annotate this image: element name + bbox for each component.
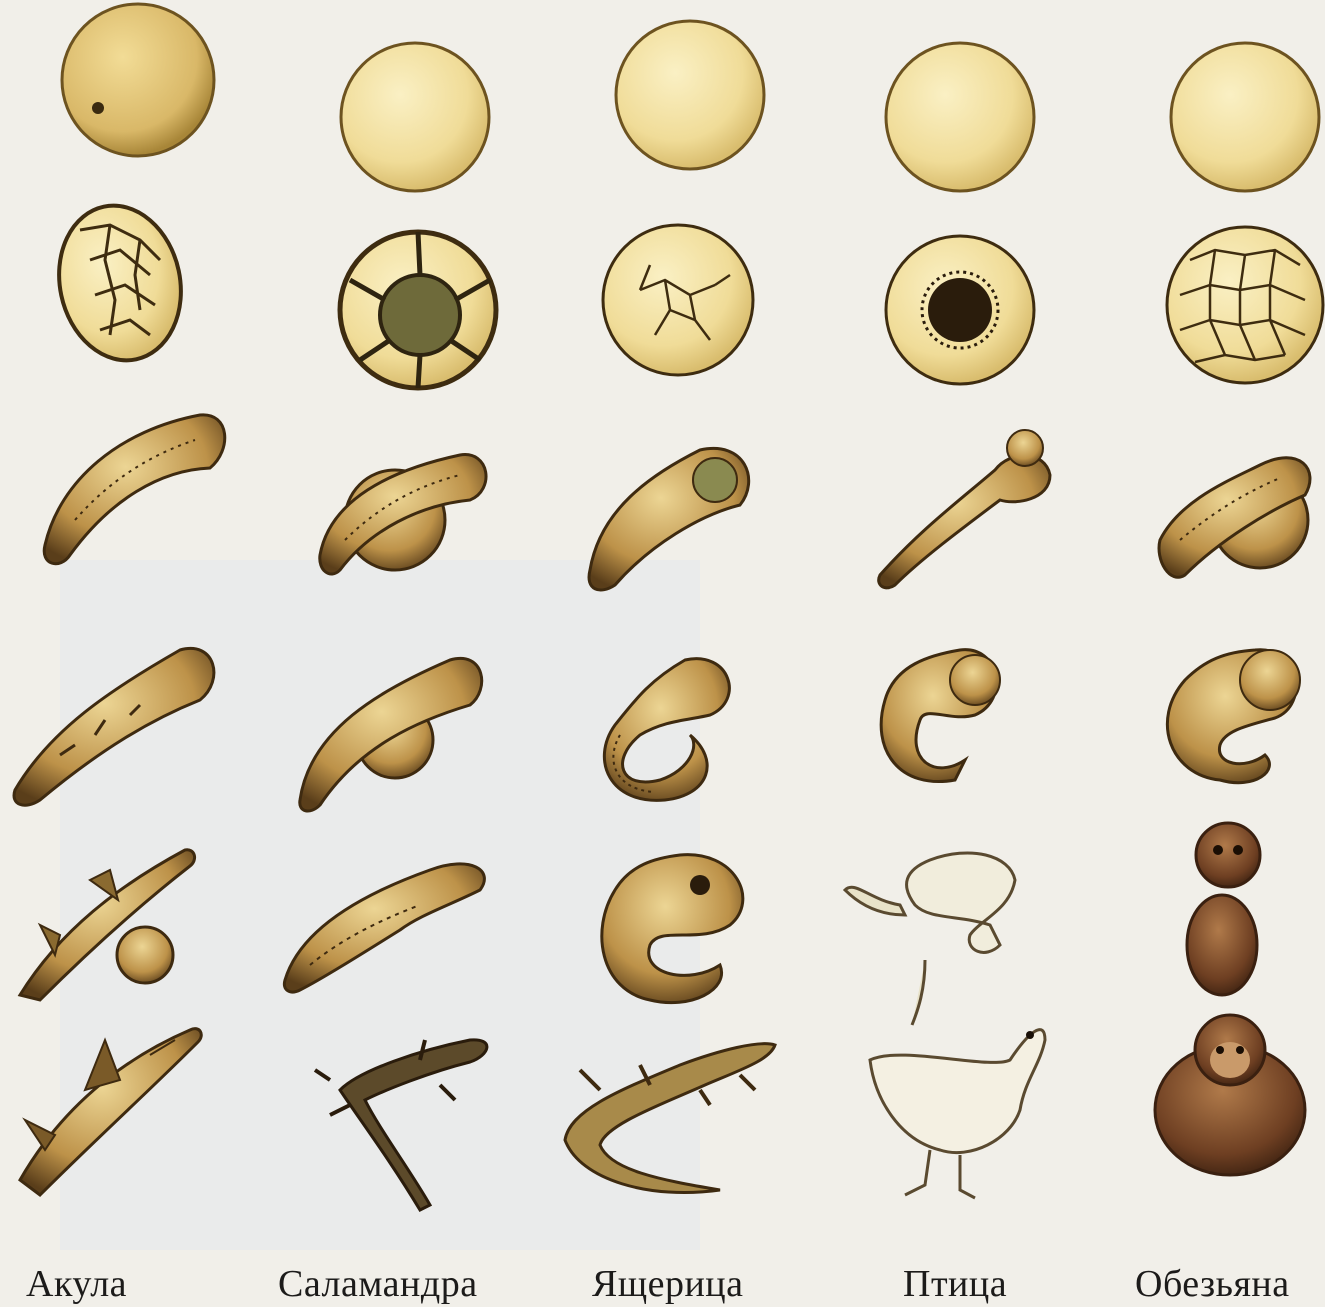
monkey-embryo-late — [1187, 823, 1260, 995]
bird-cleavage — [886, 236, 1034, 384]
shark-embryo-early — [44, 415, 225, 564]
monkey-cleavage — [1167, 227, 1323, 383]
shark-cleavage — [45, 194, 195, 372]
embryo-development-figure — [0, 0, 1325, 1250]
salamander-egg — [341, 43, 489, 191]
bird-adult — [870, 1030, 1045, 1198]
label-salamander: Саламандра — [278, 1262, 478, 1306]
salamander-embryo-late — [284, 864, 484, 992]
monkey-embryo-mid — [1167, 650, 1300, 783]
shark-embryo-late — [20, 850, 195, 1000]
bird-embryo-mid — [881, 650, 1000, 782]
lizard-embryo-early — [589, 448, 749, 590]
bird-embryo-early — [879, 430, 1050, 588]
monkey-egg — [1171, 43, 1319, 191]
shark-egg — [62, 4, 214, 156]
label-lizard: Ящерица — [592, 1262, 744, 1306]
label-bird: Птица — [903, 1262, 1007, 1306]
label-shark: Акула — [26, 1262, 127, 1306]
salamander-adult — [315, 1040, 487, 1210]
lizard-cleavage — [603, 225, 753, 375]
salamander-embryo-early — [320, 455, 486, 574]
lizard-embryo-late — [602, 855, 743, 1003]
lizard-embryo-mid — [604, 659, 729, 801]
bird-embryo-late — [845, 853, 1015, 1025]
salamander-embryo-mid — [300, 658, 482, 811]
label-monkey: Обезьяна — [1135, 1262, 1290, 1306]
lizard-adult — [565, 1044, 775, 1193]
salamander-cleavage — [340, 232, 496, 388]
bird-egg — [886, 43, 1034, 191]
shark-embryo-mid — [14, 648, 214, 805]
monkey-adult — [1155, 1015, 1305, 1175]
shark-adult — [20, 1029, 201, 1195]
lizard-egg — [616, 21, 764, 169]
monkey-embryo-early — [1159, 458, 1310, 578]
